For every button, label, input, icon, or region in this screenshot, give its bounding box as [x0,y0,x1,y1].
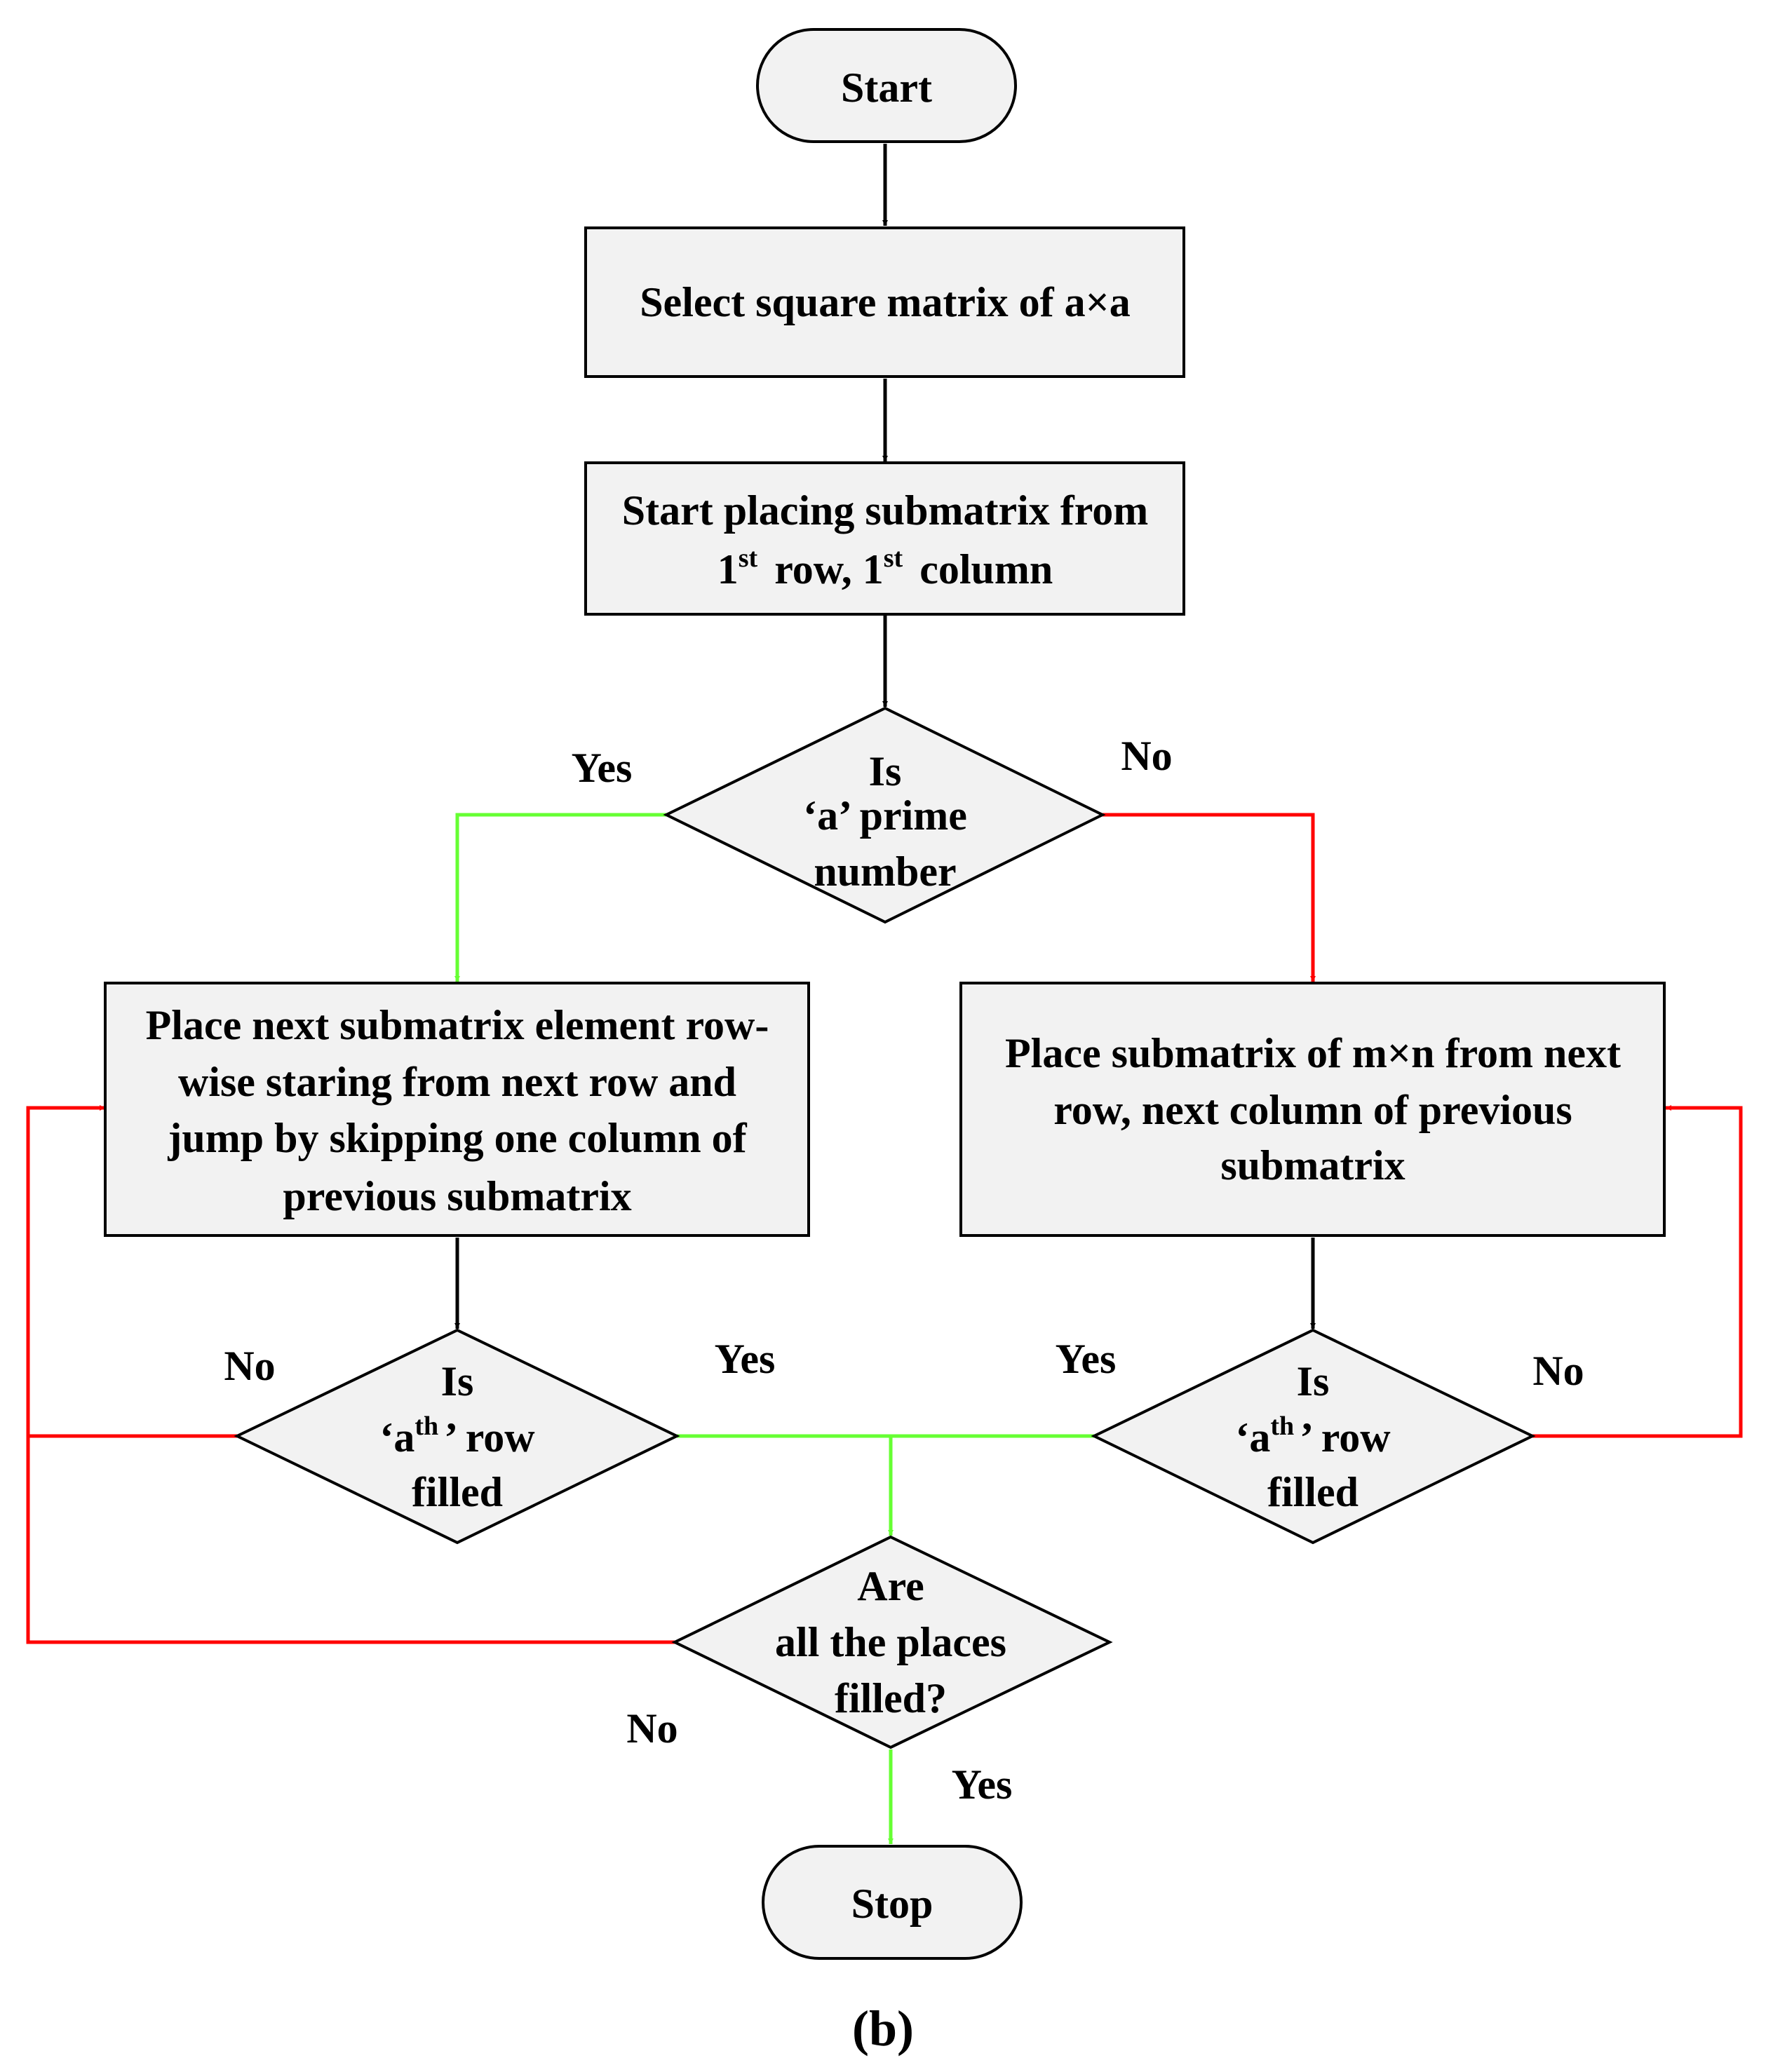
edge-all-no [26,1436,675,1644]
place-left-line1: Place next submatrix element row- [146,1002,769,1048]
row-left-line3: filled [412,1469,503,1515]
figure-caption: (b) [852,2000,914,2057]
decision-row-right: Is ‘ath’ row filled [1091,1328,1536,1545]
label-row-left-yes: Yes [715,1336,776,1382]
all-filled-line1: Are [857,1563,924,1609]
edge-row-left-no [26,1105,237,1438]
decision-all-filled: Are all the places filled? [671,1535,1113,1749]
label-all-no: No [626,1705,678,1752]
row-left-line2: ‘ath’ row [379,1411,535,1461]
node-place-left: Place next submatrix element row- wise s… [104,982,810,1237]
edge-prime-yes [454,813,666,982]
edge-row-right-no [1532,1105,1743,1438]
stop-label: Stop [851,1881,933,1927]
place-left-line4: previous submatrix [283,1173,631,1219]
node-stop: Stop [762,1845,1023,1960]
label-prime-no: No [1121,733,1172,779]
place-first-line1: Start placing submatrix from [622,487,1149,534]
node-start: Start [756,28,1017,143]
edge-prime-no [1103,813,1316,982]
place-left-line2: wise staring from next row and [178,1059,736,1105]
place-right-line2: row, next column of previous [1053,1087,1572,1133]
row-left-line1: Is [441,1358,474,1404]
start-label: Start [841,65,932,111]
label-row-right-no: No [1532,1348,1584,1394]
edges [26,144,1743,1844]
place-right-line3: submatrix [1220,1142,1405,1189]
node-place-right: Place submatrix of m×n from next row, ne… [959,982,1666,1237]
row-right-line2: ‘ath’ row [1235,1411,1391,1461]
label-all-yes: Yes [952,1761,1013,1808]
label-prime-yes: Yes [572,745,633,791]
label-row-right-yes: Yes [1056,1336,1117,1382]
is-prime-line2: ‘a’ prime [803,792,967,839]
place-left-line3: jump by skipping one column of [167,1115,747,1161]
place-right-line1: Place submatrix of m×n from next [1005,1030,1621,1076]
row-right-line3: filled [1267,1469,1359,1515]
label-row-left-no: No [224,1343,275,1389]
all-filled-line2: all the places [775,1619,1006,1665]
row-right-line1: Is [1297,1358,1330,1404]
decision-is-prime: Is ‘a’ prime number [663,706,1106,924]
edge-labels: Yes No No Yes Yes No No Yes [224,733,1584,1808]
select-matrix-label: Select square matrix of a×a [640,279,1131,325]
is-prime-line1: Is [869,748,902,794]
node-select-matrix: Select square matrix of a×a [584,226,1185,378]
all-filled-line3: filled? [835,1675,947,1721]
is-prime-line3: number [814,848,956,895]
decision-row-left: Is ‘ath’ row filled [234,1328,680,1545]
